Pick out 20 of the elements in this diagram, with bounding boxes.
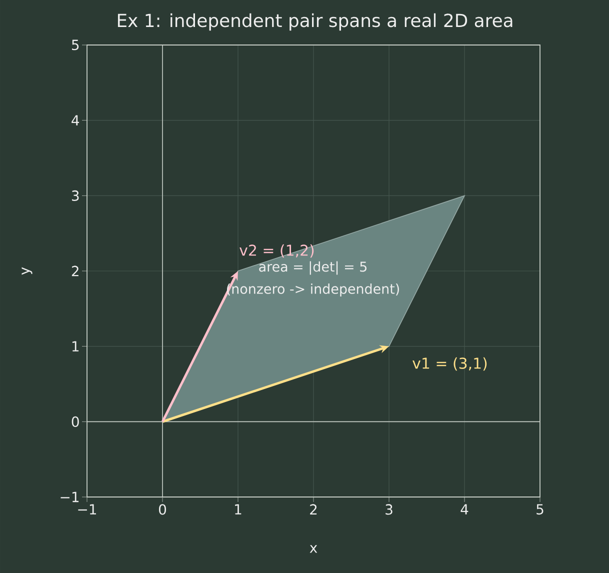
annotation: area = |det| = 5 bbox=[259, 261, 366, 275]
tick-label: 0 bbox=[159, 504, 166, 515]
tick-label: 1 bbox=[72, 341, 79, 352]
tick-label: −1 bbox=[60, 492, 79, 502]
tick-label: 2 bbox=[310, 504, 317, 515]
vector-label: v1 = (3,1) bbox=[412, 357, 487, 371]
axis-label: x bbox=[310, 545, 318, 553]
tick-label: 3 bbox=[72, 190, 79, 201]
tick-label: 5 bbox=[536, 504, 544, 515]
axis-label: y bbox=[22, 267, 32, 275]
tick-label: 5 bbox=[72, 40, 79, 50]
tick-label: 3 bbox=[386, 504, 392, 515]
tick-label: 1 bbox=[235, 504, 242, 514]
tick-label: −1 bbox=[78, 504, 96, 514]
vector-label: v2 = (1,2) bbox=[240, 244, 314, 258]
tick-label: 4 bbox=[460, 504, 468, 514]
tick-label: 2 bbox=[72, 266, 78, 276]
tick-label: 0 bbox=[72, 416, 79, 427]
tick-label: 4 bbox=[72, 115, 80, 126]
chart-title: Ex 1: independent pair spans a real 2D area bbox=[118, 13, 512, 31]
